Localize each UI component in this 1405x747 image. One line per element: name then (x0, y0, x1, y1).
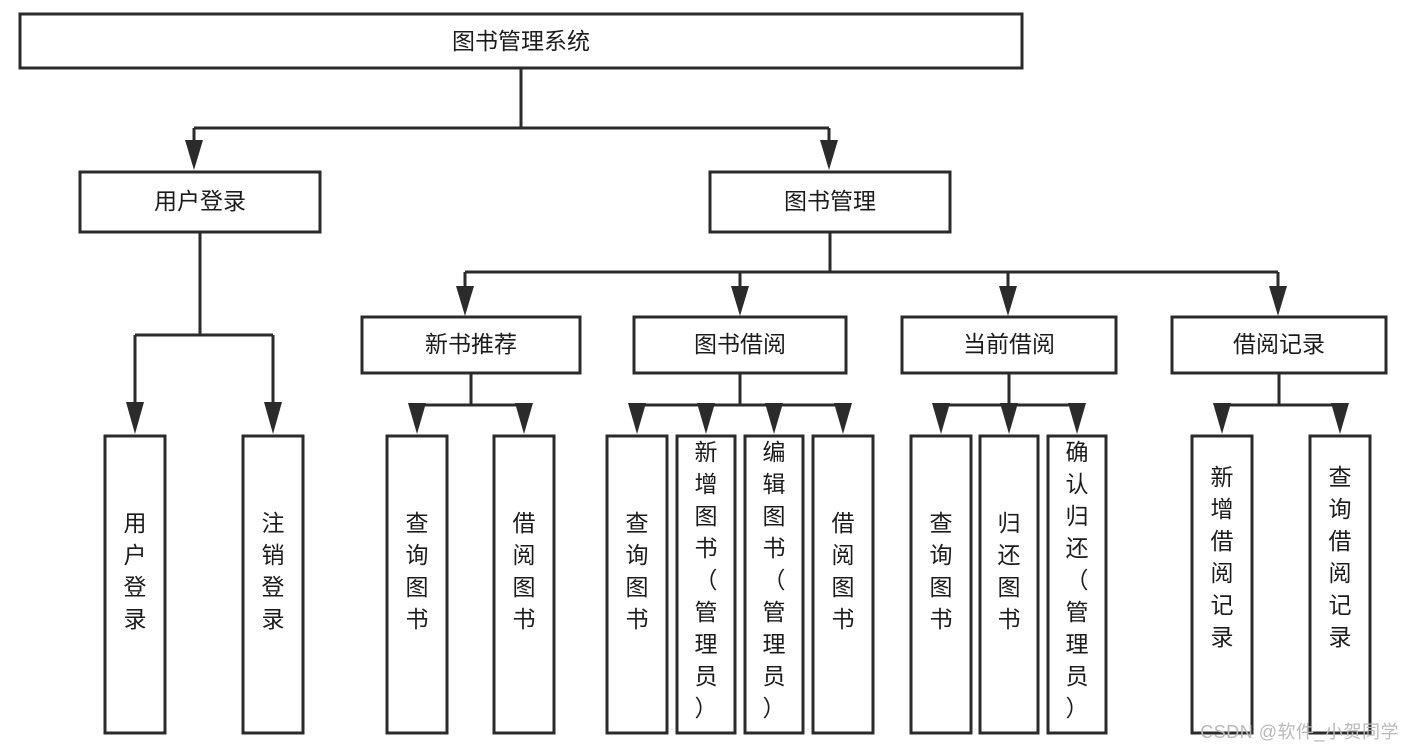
leaf-add-record-box (1190, 434, 1254, 735)
arrow-icon-to-leaf-query-record (1331, 403, 1349, 434)
node-book-management-box (708, 170, 952, 234)
leaf-user-login[interactable]: 用户登录 (103, 434, 167, 735)
leaf-borrow-book-1-box (492, 434, 556, 735)
arrow-icon-to-leaf-borrow-book-1 (515, 403, 533, 434)
connector-borrow-record-to-leaves (1213, 373, 1349, 434)
leaf-borrow-book-2[interactable]: 借阅图书 (811, 434, 875, 735)
arrow-icon-to-leaf-user-login (126, 402, 144, 434)
connector-book-borrow-to-leaves (628, 373, 852, 434)
leaf-query-book-1[interactable]: 查询图书 (385, 434, 449, 735)
node-book-borrow-label: 图书借阅 (694, 331, 786, 357)
arrow-icon-to-leaf-edit-book (765, 403, 783, 434)
leaf-user-login-label: 用户登录 (124, 510, 147, 632)
node-book-borrow[interactable]: 图书借阅 (632, 315, 848, 375)
connector-current-borrow-to-leaves (932, 373, 1086, 434)
node-borrow-record[interactable]: 借阅记录 (1170, 315, 1388, 375)
leaf-borrow-book-2-label: 借阅图书 (832, 510, 855, 632)
leaf-query-record-box (1308, 434, 1372, 735)
node-book-borrow-box (632, 315, 848, 375)
connector-root-to-level1 (185, 68, 838, 170)
connector-user-login-to-leaves (126, 232, 282, 434)
leaf-confirm-return-label: 确认归还（管理员） (1066, 439, 1089, 721)
leaf-query-book-2[interactable]: 查询图书 (605, 434, 669, 735)
leaf-return-book-label: 归还图书 (998, 510, 1021, 632)
arrow-icon-to-leaf-borrow-book-2 (834, 403, 852, 434)
node-current-borrow[interactable]: 当前借阅 (900, 315, 1118, 375)
node-root-box (18, 12, 1024, 70)
leaf-borrow-book-2-box (811, 434, 875, 735)
arrow-icon-to-leaf-confirm-return (1068, 403, 1086, 434)
leaf-edit-book-box (743, 434, 805, 735)
node-borrow-record-label: 借阅记录 (1233, 331, 1325, 357)
arrow-icon-to-book-borrow (731, 286, 749, 316)
node-user-login[interactable]: 用户登录 (78, 170, 322, 234)
leaf-add-book[interactable]: 新增图书（管理员） (675, 434, 737, 735)
leaf-query-book-3[interactable]: 查询图书 (909, 434, 973, 735)
node-current-borrow-box (900, 315, 1118, 375)
leaf-query-book-1-box (385, 434, 449, 735)
arrow-icon-to-new-book-recommend (456, 286, 474, 316)
arrow-icon-to-leaf-logout-login (264, 402, 282, 434)
leaf-query-record[interactable]: 查询借阅记录 (1308, 434, 1372, 735)
leaf-query-book-2-label: 查询图书 (626, 510, 649, 632)
node-book-management-label: 图书管理 (784, 188, 876, 214)
leaf-add-record-label: 新增借阅记录 (1211, 464, 1234, 650)
arrow-icon-to-leaf-add-record (1213, 403, 1231, 434)
leaf-borrow-book-1[interactable]: 借阅图书 (492, 434, 556, 735)
leaf-edit-book-label: 编辑图书（管理员） (763, 439, 786, 721)
leaf-query-record-label: 查询借阅记录 (1329, 464, 1352, 650)
node-book-management[interactable]: 图书管理 (708, 170, 952, 234)
leaf-query-book-3-label: 查询图书 (930, 510, 953, 632)
arrow-icon-to-leaf-query-book-1 (408, 403, 426, 434)
leaf-add-book-box (675, 434, 737, 735)
leaf-logout-login[interactable]: 注销登录 (241, 434, 305, 735)
arrow-icon-to-leaf-add-book (697, 403, 715, 434)
connector-new-book-recommend-to-leaves (408, 373, 533, 434)
arrow-icon-to-book-management (820, 140, 838, 170)
node-current-borrow-label: 当前借阅 (963, 331, 1055, 357)
leaf-add-record[interactable]: 新增借阅记录 (1190, 434, 1254, 735)
arrow-icon-to-user-login (185, 140, 203, 170)
leaf-borrow-book-1-label: 借阅图书 (513, 510, 536, 632)
node-borrow-record-box (1170, 315, 1388, 375)
node-new-book-recommend-label: 新书推荐 (425, 331, 517, 357)
arrow-icon-to-leaf-query-book-3 (932, 403, 950, 434)
leaf-logout-login-box (241, 434, 305, 735)
leaf-edit-book[interactable]: 编辑图书（管理员） (743, 434, 805, 735)
leaf-logout-login-label: 注销登录 (262, 510, 285, 632)
leaf-user-login-box (103, 434, 167, 735)
node-root[interactable]: 图书管理系统 (18, 12, 1024, 70)
arrow-icon-to-borrow-record (1269, 286, 1287, 316)
node-new-book-recommend[interactable]: 新书推荐 (360, 315, 582, 375)
watermark: CSDN @软件_小贺同学 (1200, 722, 1399, 742)
leaf-query-book-2-box (605, 434, 669, 735)
leaf-query-book-3-box (909, 434, 973, 735)
arrow-icon-to-current-borrow (999, 286, 1017, 316)
leaf-return-book[interactable]: 归还图书 (978, 434, 1040, 735)
connector-book-management-to-level2 (456, 232, 1287, 316)
node-user-login-label: 用户登录 (154, 188, 246, 214)
node-new-book-recommend-box (360, 315, 582, 375)
leaf-confirm-return-box (1046, 434, 1108, 735)
arrow-icon-to-leaf-return-book (1000, 403, 1018, 434)
leaf-query-book-1-label: 查询图书 (406, 510, 429, 632)
leaf-confirm-return[interactable]: 确认归还（管理员） (1046, 434, 1108, 735)
arrow-icon-to-leaf-query-book-2 (628, 403, 646, 434)
leaf-return-book-box (978, 434, 1040, 735)
leaf-add-book-label: 新增图书（管理员） (695, 439, 718, 721)
node-root-label: 图书管理系统 (452, 28, 590, 54)
